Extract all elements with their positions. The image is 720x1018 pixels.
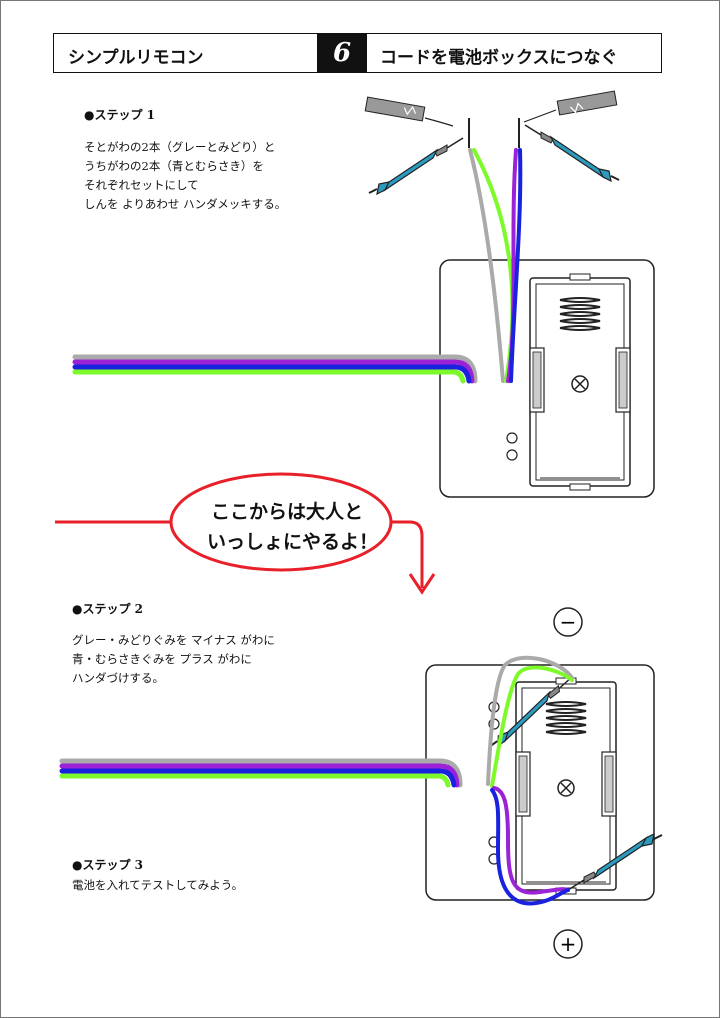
page-header: シンプルリモコン 6 コードを電池ボックスにつなぐ bbox=[53, 33, 662, 73]
page-title: シンプルリモコン bbox=[68, 48, 204, 68]
battery-box-icon bbox=[530, 274, 630, 490]
callout bbox=[55, 472, 436, 595]
step-2-body: グレー・みどりぐみを マイナス がわに 青・むらさきぐみを プラス がわに ハン… bbox=[72, 633, 275, 685]
arrow-down-icon bbox=[408, 573, 436, 595]
plus-symbol: + bbox=[560, 932, 577, 956]
step-2-label: ●ステップ 2 bbox=[72, 602, 143, 616]
solder-wire-icon bbox=[364, 90, 618, 127]
step-1-body: そとがわの2本（グレーとみどり）と うちがわの2本（青とむらさき）を それぞれセ… bbox=[84, 140, 287, 211]
soldering-iron-icon bbox=[368, 137, 464, 195]
step-3-body: 電池を入れてテストしてみよう。 bbox=[72, 878, 244, 892]
chapter-title: コードを電池ボックスにつなぐ bbox=[380, 48, 618, 68]
minus-symbol: − bbox=[560, 610, 577, 634]
minus-sign bbox=[553, 607, 583, 637]
cable-bottom bbox=[59, 655, 574, 906]
step-1-label: ●ステップ 1 bbox=[84, 108, 155, 122]
section-number: 6 bbox=[317, 33, 367, 73]
plus-sign bbox=[553, 929, 583, 959]
callout-text: ここからは大人と いっしょにやるよ！ bbox=[207, 501, 379, 553]
soldering-iron-icon bbox=[524, 124, 620, 182]
cable-top bbox=[72, 148, 523, 384]
step-3-label: ●ステップ 3 bbox=[72, 858, 143, 872]
